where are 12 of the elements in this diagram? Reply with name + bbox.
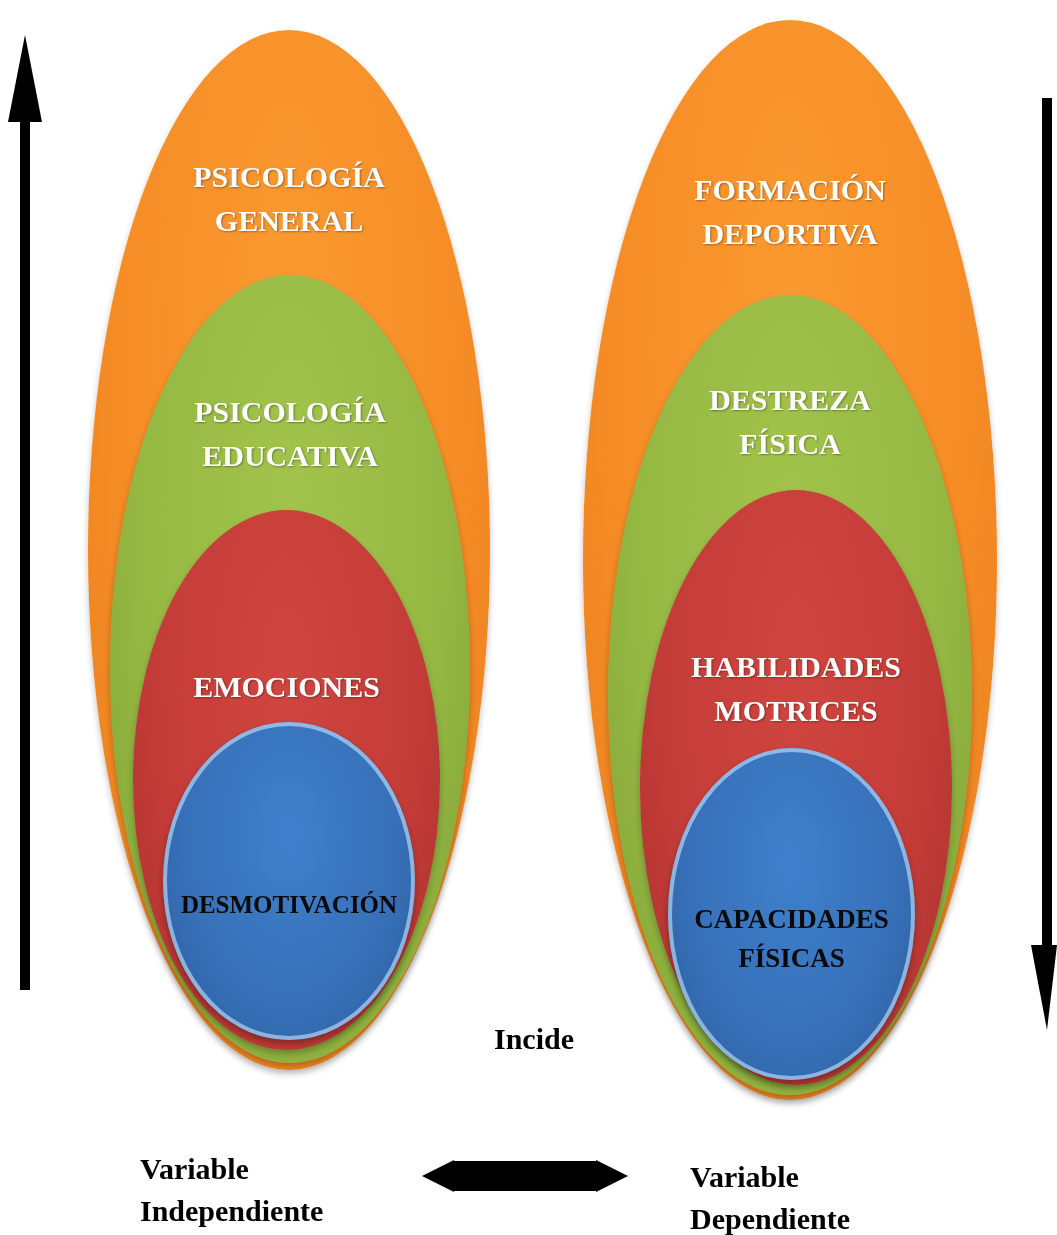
ellipse-label: CAPACIDADES FÍSICAS [693,903,890,976]
ellipse-label: DESMOTIVACIÓN [179,890,399,920]
double-arrow [422,1160,628,1192]
ellipse-label: HABILIDADES MOTRICES [689,649,903,729]
variable-label: Variable Dependiente [690,1159,851,1235]
variable-label: Variable Independiente [140,1151,325,1229]
ellipse-label: PSICOLOGÍA GENERAL [192,159,386,239]
ellipse-label: EMOCIONES [192,669,381,705]
ellipse-label: PSICOLOGÍA EDUCATIVA [193,394,387,474]
relation-label: Incide [494,1022,574,1056]
ellipse-label: FORMACIÓN DEPORTIVA [693,172,887,252]
ellipse-label: DESTREZA FÍSICA [708,382,872,462]
